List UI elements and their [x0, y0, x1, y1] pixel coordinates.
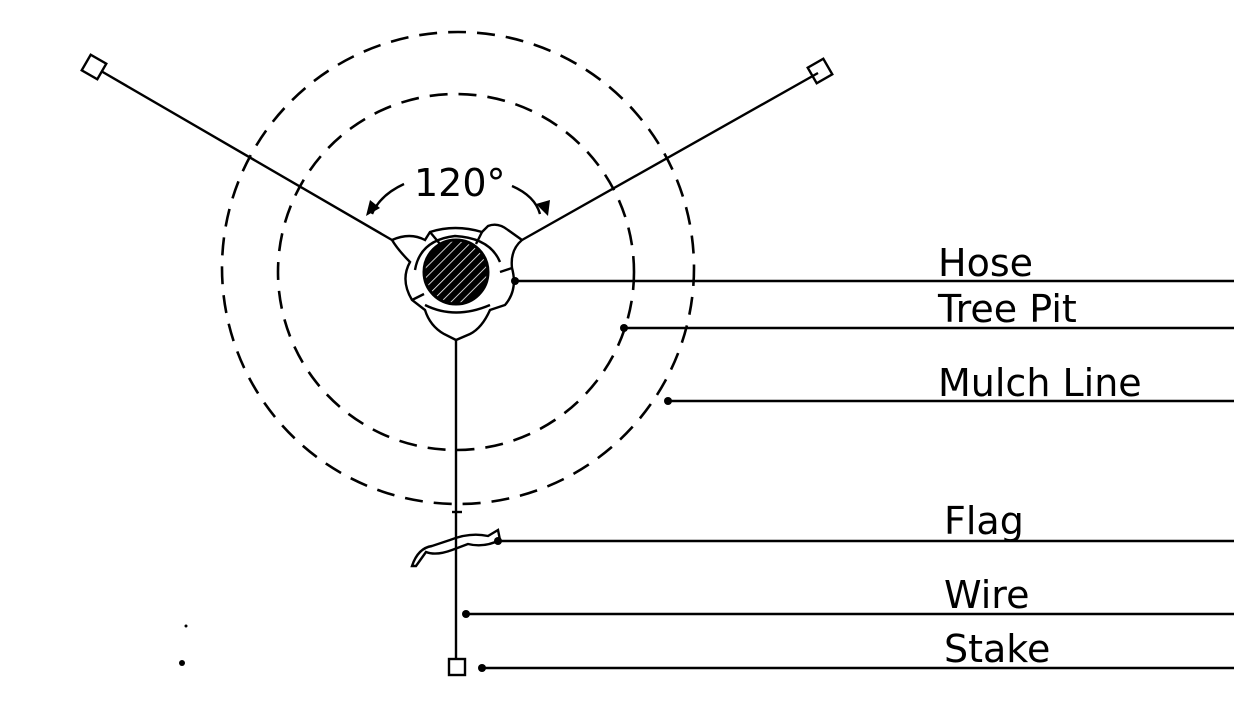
tree-pit-label: Tree Pit — [937, 287, 1077, 331]
stake-bottom-icon — [447, 657, 467, 677]
wire-label: Wire — [944, 573, 1029, 617]
mulch-line-label: Mulch Line — [938, 361, 1142, 405]
hose-label: Hose — [938, 241, 1033, 285]
arrow-left-icon — [366, 200, 380, 216]
stray-mark — [179, 660, 185, 666]
guy-wire-right — [521, 71, 819, 242]
angle-label: 120° — [414, 161, 506, 205]
stake-right-icon — [806, 57, 834, 85]
stake-left-icon — [80, 53, 108, 81]
tree-pit-circle — [276, 92, 636, 452]
arrow-right-icon — [536, 200, 550, 216]
stake-label: Stake — [944, 627, 1050, 671]
hose-collar-icon — [390, 223, 524, 342]
flag-label: Flag — [944, 499, 1024, 543]
tree-trunk-icon — [422, 238, 490, 306]
stray-mark — [184, 624, 188, 628]
guy-wire-left — [100, 69, 393, 242]
mulch-line-circle — [220, 30, 696, 506]
